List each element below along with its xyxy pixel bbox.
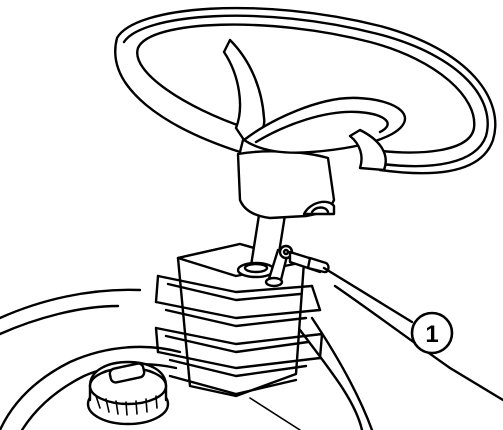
fuel-cap-icon — [86, 360, 170, 426]
steering-hub-icon — [236, 150, 336, 220]
callout-1: 1 — [410, 311, 454, 355]
steering-wheel-icon — [114, 6, 497, 175]
hood-panel-icon — [0, 284, 503, 430]
callout-label-1: 1 — [425, 321, 438, 348]
callout-leader — [322, 266, 414, 324]
lever-pin-icon — [264, 244, 330, 288]
